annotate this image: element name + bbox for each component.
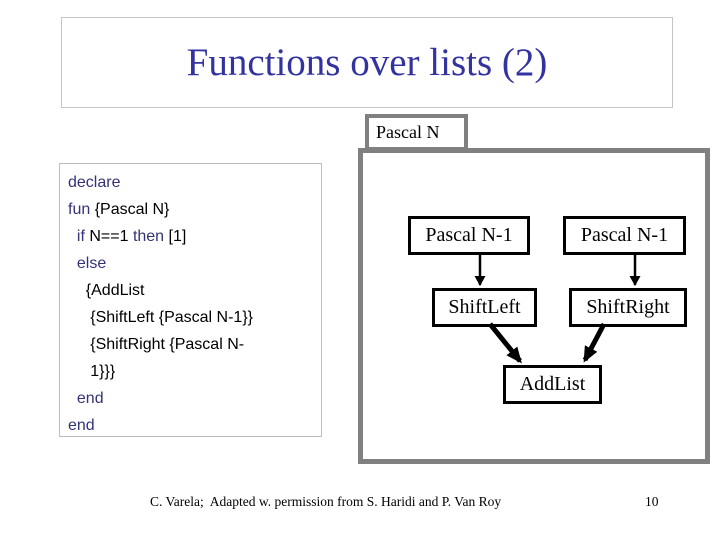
slide-title-box: Functions over lists (2): [61, 17, 673, 108]
node-shift-left: ShiftLeft: [432, 288, 537, 327]
code-line: else: [76, 255, 107, 272]
code-line: declare: [68, 174, 121, 191]
code-line: fun {Pascal N}: [68, 201, 170, 218]
code-line: end: [76, 390, 104, 407]
code-line: {ShiftLeft {Pascal N-1}}: [68, 309, 253, 326]
node-pascal-n-1-right: Pascal N-1: [563, 216, 686, 255]
node-label: Pascal N-1: [580, 224, 669, 246]
node-label: Pascal N-1: [425, 224, 513, 246]
node-shift-right: ShiftRight: [569, 288, 687, 327]
code-line: end: [68, 417, 95, 434]
code-line: {ShiftRight {Pascal N-: [68, 336, 245, 353]
page-number: 10: [645, 494, 659, 509]
footer-credit: C. Varela; Adapted w. permission from S.…: [150, 494, 502, 509]
diagram-root-label: Pascal N: [365, 114, 468, 151]
code-block: declare fun {Pascal N} if N==1 then [1] e…: [68, 169, 317, 436]
slide-title: Functions over lists (2): [186, 41, 548, 84]
node-label: AddList: [519, 373, 586, 395]
node-add-list: AddList: [503, 365, 602, 404]
code-line: if N==1 then [1]: [76, 228, 187, 245]
node-label: ShiftRight: [586, 296, 670, 318]
code-panel: declare fun {Pascal N} if N==1 then [1] e…: [59, 163, 322, 437]
code-line: {AddList: [68, 282, 145, 299]
node-pascal-n-1-left: Pascal N-1: [408, 216, 530, 255]
node-label: ShiftLeft: [448, 296, 521, 318]
code-line: 1}}}: [68, 363, 116, 380]
